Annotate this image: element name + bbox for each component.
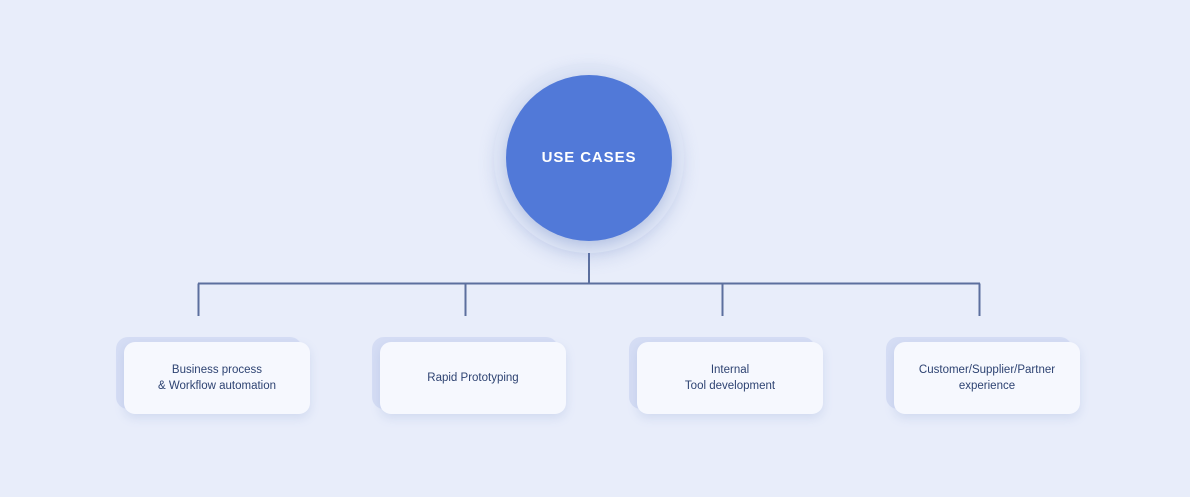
hub-label: USE CASES (541, 149, 637, 166)
leaf-label: Customer/Supplier/Partner experience (918, 363, 1056, 392)
leaf-label: Business process & Workflow automation (157, 363, 277, 392)
leaf-card[interactable]: Customer/Supplier/Partner experience (894, 342, 1080, 414)
leaf-card[interactable]: Internal Tool development (637, 342, 823, 414)
leaf-card[interactable]: Rapid Prototyping (380, 342, 566, 414)
leaf-label: Rapid Prototyping (427, 371, 519, 384)
hub-node-use-cases[interactable]: USE CASES (506, 75, 672, 241)
leaf-node-business-process-workflow-automation[interactable]: Business process & Workflow automation (116, 337, 310, 414)
leaf-node-customer-supplier-partner-experience[interactable]: Customer/Supplier/Partner experience (886, 337, 1080, 414)
leaf-card[interactable]: Business process & Workflow automation (124, 342, 310, 414)
leaf-node-rapid-prototyping[interactable]: Rapid Prototyping (372, 337, 566, 414)
leaf-label: Internal Tool development (684, 363, 776, 392)
leaf-node-internal-tool-development[interactable]: Internal Tool development (629, 337, 823, 414)
